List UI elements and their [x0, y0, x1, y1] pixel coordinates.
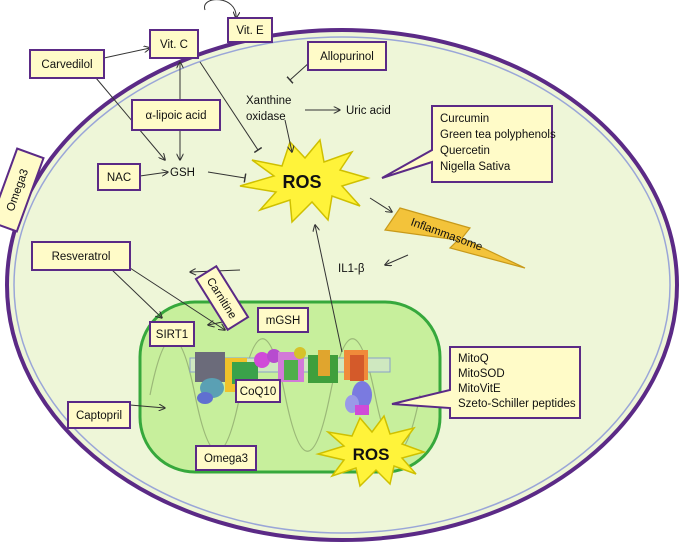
- mito-targets-callout: [391, 346, 581, 419]
- cell-membrane-inner: [13, 36, 671, 534]
- cristae: [149, 338, 421, 452]
- nac-label: NAC: [107, 172, 131, 184]
- polyphenols-callout: [381, 105, 553, 183]
- vit-e-box: [227, 17, 273, 43]
- resveratrol-box: [31, 241, 131, 271]
- mito-target-item: MitoVitE: [458, 383, 501, 395]
- mito-target-item: MitoQ: [458, 353, 489, 365]
- polyphenol-item: Curcumin: [440, 113, 489, 125]
- carnitine-box: [194, 264, 250, 332]
- omega3-cell-box: [0, 147, 45, 233]
- gsh-label: GSH: [170, 167, 195, 179]
- resveratrol-label: Resveratrol: [52, 251, 111, 263]
- captopril-box: [67, 401, 131, 429]
- vit-c-label: Vit. C: [160, 39, 188, 51]
- vit-e-cycle-arrow: [204, 0, 237, 18]
- sirt1-box: [149, 321, 195, 347]
- lipoic-acid-label: α-lipoic acid: [146, 110, 207, 122]
- mito-target-item: MitoSOD: [458, 368, 505, 380]
- polyphenol-item: Nigella Sativa: [440, 161, 511, 173]
- inflammasome-shape: [383, 207, 526, 269]
- carvedilol-label: Carvedilol: [41, 59, 92, 71]
- vit-e-label: Vit. E: [236, 25, 264, 37]
- carvedilol-box: [29, 49, 105, 79]
- ros-burst-mito: [315, 414, 427, 488]
- mito-target-item: Szeto-Schiller peptides: [458, 398, 576, 410]
- mgsh-label: mGSH: [266, 315, 301, 327]
- ros-mito-label: ROS: [353, 445, 390, 464]
- vit-c-box: [149, 29, 199, 59]
- pathway-arrows: [95, 0, 409, 408]
- omega3-mito-label: Omega3: [204, 453, 248, 465]
- ros-main-label: ROS: [282, 172, 321, 192]
- coq10-label: CoQ10: [240, 386, 276, 398]
- il1b-label: IL1-β: [338, 263, 365, 275]
- oxidase-label: oxidase: [246, 111, 286, 123]
- ros-burst-main: [239, 138, 371, 224]
- uric-acid-label: Uric acid: [346, 105, 391, 117]
- polyphenol-item: Quercetin: [440, 145, 490, 157]
- allopurinol-box: [307, 41, 387, 71]
- lipoic-acid-box: [131, 99, 221, 131]
- electron-transport-chain-icon: [189, 347, 391, 415]
- omega3-mito-box: [195, 445, 257, 471]
- coq10-box: [235, 379, 281, 403]
- sirt1-label: SIRT1: [156, 329, 188, 341]
- captopril-label: Captopril: [76, 410, 122, 422]
- polyphenol-item: Green tea polyphenols: [440, 129, 556, 141]
- xanthine-label: Xanthine: [246, 95, 291, 107]
- allopurinol-label: Allopurinol: [320, 51, 374, 63]
- nac-box: [97, 163, 141, 191]
- mgsh-box: [257, 307, 309, 333]
